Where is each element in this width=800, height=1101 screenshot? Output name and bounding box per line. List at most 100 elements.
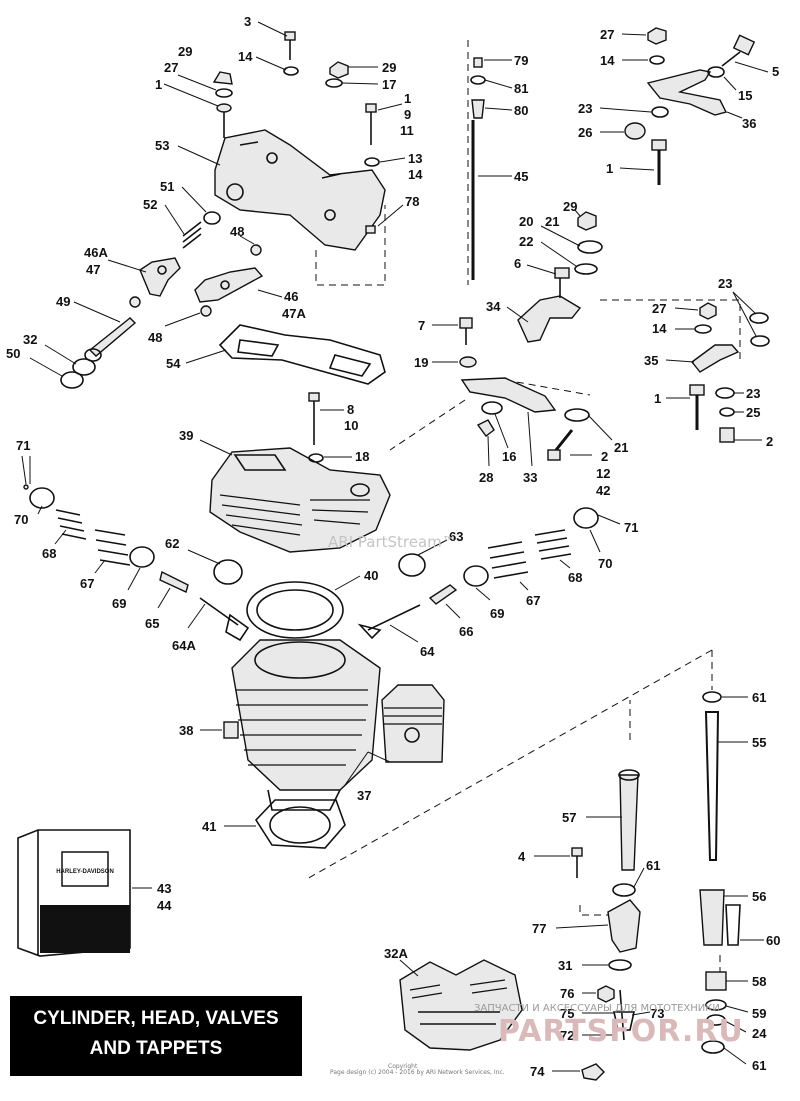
valve-train-right — [357, 507, 599, 640]
pin-78 — [365, 225, 376, 234]
callout-1: 1 — [654, 391, 661, 406]
washer-24 — [706, 1014, 726, 1026]
callout-71: 71 — [16, 438, 30, 453]
nut-27 — [647, 27, 667, 45]
callout-52: 52 — [143, 197, 157, 212]
callout-6: 6 — [514, 256, 521, 271]
bolt-4 — [571, 847, 583, 878]
callout-59: 59 — [752, 1006, 766, 1021]
gasket-40 — [246, 581, 344, 639]
bushing-38 — [223, 721, 239, 739]
callout-47A: 47A — [282, 306, 306, 321]
bracket-33 — [460, 377, 557, 413]
callout-8: 8 — [347, 402, 354, 417]
washer-21b — [564, 408, 590, 422]
callout-3: 3 — [244, 14, 251, 29]
callout-74: 74 — [530, 1064, 545, 1079]
washer-25 — [719, 407, 735, 417]
washer-23c — [750, 335, 770, 347]
oring-61b — [612, 883, 636, 897]
callout-10: 10 — [344, 418, 358, 433]
callout-65: 65 — [145, 616, 159, 631]
callout-33: 33 — [523, 470, 537, 485]
callout-36: 36 — [742, 116, 756, 131]
copyright-line-1: Copyright — [388, 1063, 418, 1070]
callout-79: 79 — [514, 53, 528, 68]
tube-55 — [702, 691, 722, 861]
nut-19 — [459, 356, 477, 368]
bracket-34 — [517, 295, 582, 343]
callout-14: 14 — [600, 53, 615, 68]
callout-66: 66 — [459, 624, 473, 639]
bolt-2-12-42 — [547, 429, 574, 461]
nut-29 — [329, 61, 349, 79]
callout-77: 77 — [532, 921, 546, 936]
callout-25: 25 — [746, 405, 760, 420]
callout-61: 61 — [752, 1058, 766, 1073]
washer-21 — [577, 240, 603, 254]
washer-14d — [694, 324, 712, 334]
seal-51 — [203, 211, 221, 225]
partsfor-watermark-text: ЗАПЧАСТИ И АКСЕССУАРЫ ДЛЯ МОТОТЕХНИКИ — [474, 1003, 720, 1014]
engine-32a — [399, 959, 523, 1051]
rocker-arm-46 — [194, 267, 264, 303]
oring-50 — [60, 371, 84, 389]
callout-14: 14 — [238, 49, 253, 64]
callout-78: 78 — [405, 194, 419, 209]
callout-38: 38 — [179, 723, 193, 738]
callout-14: 14 — [408, 167, 423, 182]
title-line-1: CYLINDER, HEAD, VALVES — [33, 1008, 279, 1029]
callout-67: 67 — [526, 593, 540, 608]
callout-15: 15 — [738, 88, 752, 103]
callout-23: 23 — [578, 101, 592, 116]
bolt-1c — [651, 139, 667, 185]
shaft-49 — [84, 317, 137, 362]
callout-2: 2 — [601, 449, 608, 464]
callout-68: 68 — [42, 546, 56, 561]
callout-23: 23 — [746, 386, 760, 401]
washer-22 — [574, 263, 598, 275]
callout-40: 40 — [364, 568, 378, 583]
washer-27 — [215, 88, 233, 98]
bracket-35 — [690, 344, 740, 373]
callout-73: 73 — [650, 1006, 664, 1021]
bolt-2 — [719, 427, 735, 443]
callout-60: 60 — [766, 933, 780, 948]
callout-75: 75 — [560, 1006, 574, 1021]
washer-23d — [715, 387, 735, 399]
bolt-8-10 — [308, 392, 320, 445]
tappet-block-77 — [607, 899, 641, 953]
callout-27: 27 — [600, 27, 614, 42]
callout-29: 29 — [178, 44, 192, 59]
callout-69: 69 — [490, 606, 504, 621]
callout-42: 42 — [596, 483, 610, 498]
callout-54: 54 — [166, 356, 181, 371]
callout-44: 44 — [157, 898, 172, 913]
pushrod-45 — [470, 57, 486, 280]
spring-52 — [182, 221, 202, 249]
clip-60 — [725, 904, 741, 946]
callout-48: 48 — [148, 330, 162, 345]
callout-51: 51 — [160, 179, 174, 194]
callout-29: 29 — [563, 199, 577, 214]
partstream-watermark: ARI PartStream™ — [328, 533, 457, 551]
callout-17: 17 — [382, 77, 396, 92]
callout-13: 13 — [408, 151, 422, 166]
callout-41: 41 — [202, 819, 216, 834]
partsfor-watermark-logo: PARTSFOR.RU — [498, 1014, 744, 1049]
washer-18 — [308, 453, 324, 463]
key-71 — [23, 484, 29, 490]
callout-63: 63 — [449, 529, 463, 544]
gasket-54 — [218, 324, 386, 385]
nut-76 — [597, 985, 615, 1003]
callout-61: 61 — [752, 690, 766, 705]
assembly-lines — [304, 40, 741, 980]
cylinder-head-39 — [209, 447, 391, 553]
callout-20: 20 — [519, 214, 533, 229]
rocker-arm-46a — [139, 257, 181, 297]
callout-14: 14 — [652, 321, 667, 336]
bracket-36 — [646, 69, 728, 116]
oring-31 — [608, 959, 632, 971]
callout-46A: 46A — [84, 245, 108, 260]
